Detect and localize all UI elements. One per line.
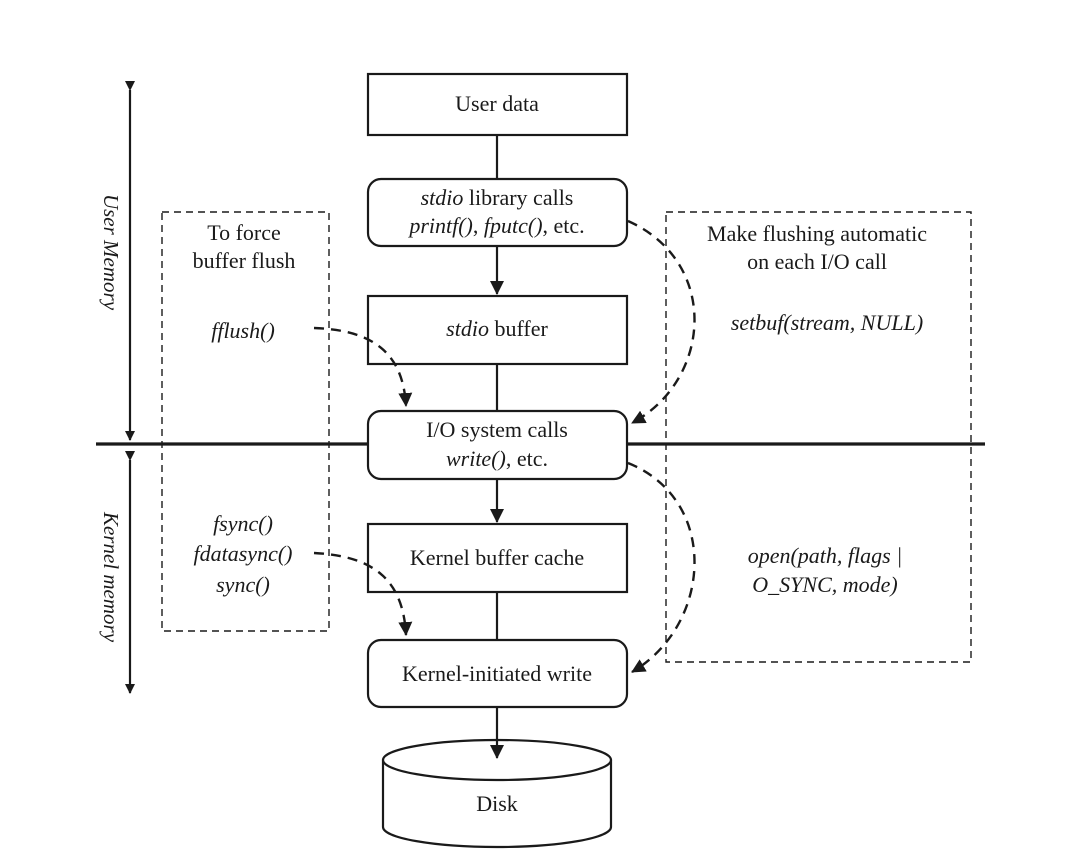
user-data-box xyxy=(366,72,629,137)
setbuf-to-io-arrow xyxy=(627,219,696,425)
open-osync-call-line2: O_SYNC, mode) xyxy=(752,572,897,597)
osync-to-kernel-write-arrow xyxy=(627,461,696,674)
sync-call: sync() xyxy=(216,572,270,597)
fflush-call: fflush() xyxy=(211,318,275,343)
force-flush-title-line2: buffer flush xyxy=(193,248,296,273)
stdio-library-calls-label: stdio library calls xyxy=(421,185,574,210)
stdio-functions-label: printf(), fputc(), etc. xyxy=(407,213,584,238)
disk-cylinder xyxy=(381,738,613,849)
force-flush-title-line1: To force xyxy=(207,220,281,245)
stdio-buffer-label: stdio buffer xyxy=(446,316,548,341)
fdatasync-call: fdatasync() xyxy=(194,541,293,566)
fsync-to-kernel-write-arrow xyxy=(313,551,413,636)
kernel-initiated-write-label: Kernel-initiated write xyxy=(402,661,592,686)
kernel-buffer-cache-box xyxy=(366,522,629,594)
auto-flush-title-line2: on each I/O call xyxy=(747,249,887,274)
open-osync-call-line1: open(path, flags | xyxy=(748,543,903,568)
kernel-initiated-write-box xyxy=(366,638,629,709)
fsync-call: fsync() xyxy=(213,511,273,536)
user-data-label: User data xyxy=(455,91,539,116)
stdio-buffer-box xyxy=(366,294,629,366)
io-system-calls-box xyxy=(366,409,629,481)
force-flush-panel xyxy=(161,211,330,632)
auto-flush-title-line1: Make flushing automatic xyxy=(707,221,927,246)
kernel-buffer-cache-label: Kernel buffer cache xyxy=(410,545,584,570)
fflush-to-io-arrow xyxy=(313,326,413,407)
setbuf-call: setbuf(stream, NULL) xyxy=(731,310,923,335)
stdio-library-calls-box xyxy=(366,177,629,248)
user-memory-label: User Memory xyxy=(99,194,123,311)
kernel-memory-label: Kernel memory xyxy=(99,511,123,643)
disk-label: Disk xyxy=(476,791,518,816)
auto-flush-panel xyxy=(665,211,972,663)
write-call-label: write(), etc. xyxy=(446,446,548,471)
io-system-calls-label: I/O system calls xyxy=(426,417,568,442)
